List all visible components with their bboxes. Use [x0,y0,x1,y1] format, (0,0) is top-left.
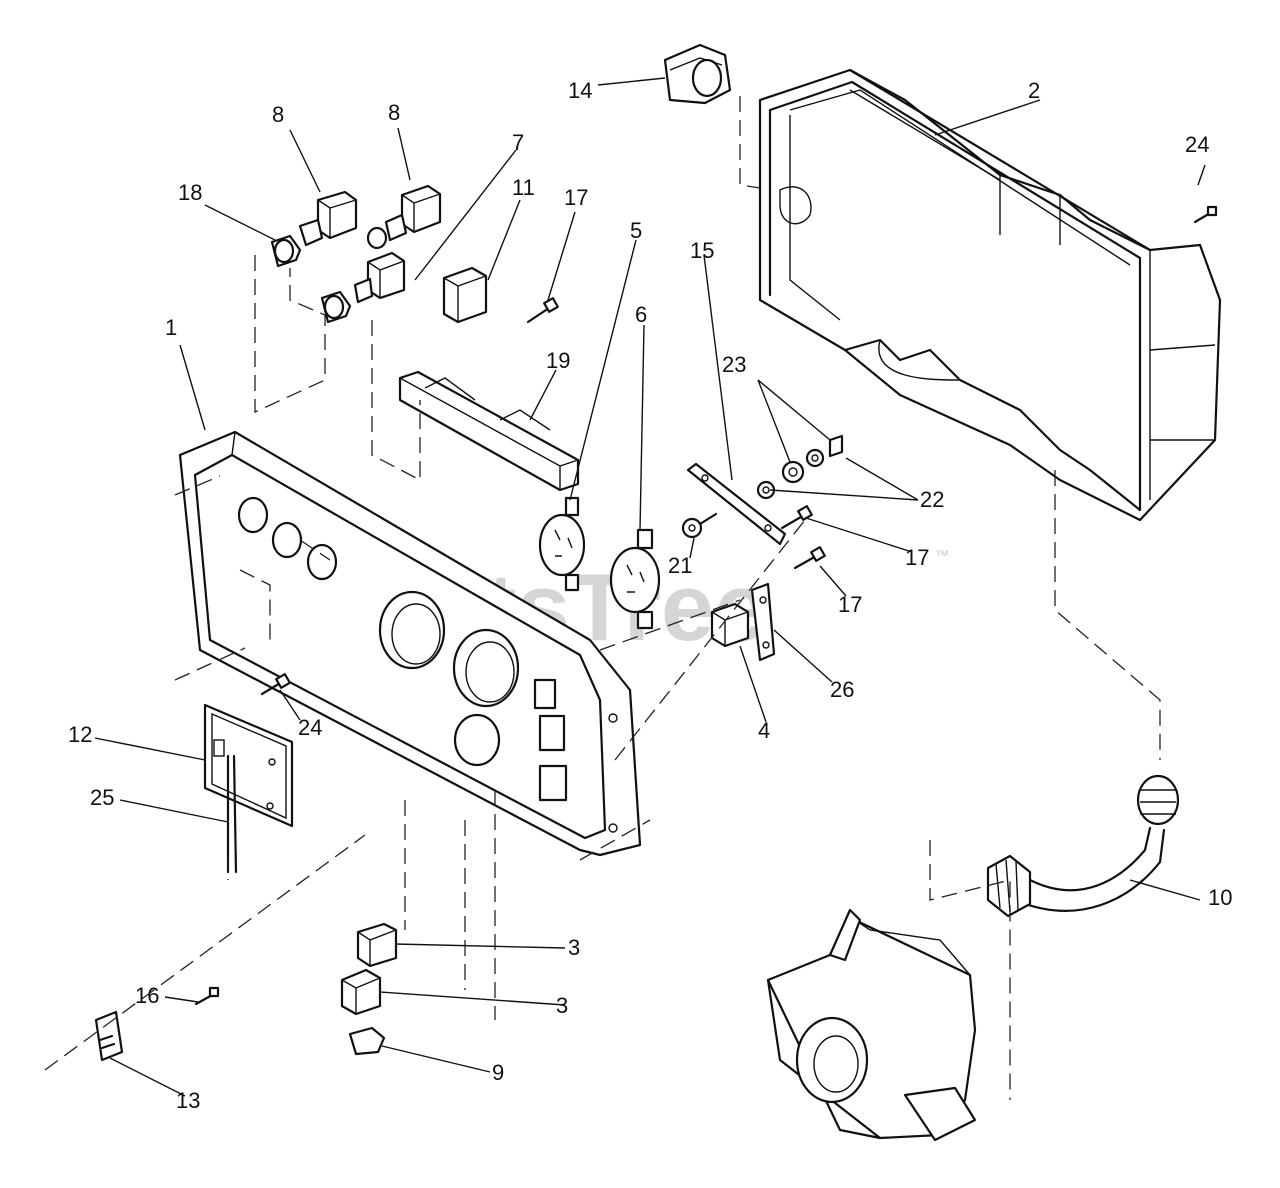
callout-4: 4 [758,718,770,743]
svg-text:™: ™ [935,547,949,563]
part-3-component-upper[interactable] [356,922,398,968]
callout-12: 12 [68,722,92,747]
part-18-knob[interactable] [270,234,352,324]
callout-24-tank: 24 [1185,132,1209,157]
callout-17-mid: 17 [905,545,929,570]
callout-8-right: 8 [388,100,400,125]
callout-18: 18 [178,180,202,205]
part-10-hose[interactable] [986,774,1180,918]
callout-25: 25 [90,785,114,810]
part-6-receptacle[interactable] [609,528,661,630]
part-11-breaker[interactable] [442,266,488,324]
part-8-switch-left[interactable] [298,190,358,247]
part-14-grommet[interactable] [663,43,732,105]
callout-16: 16 [135,983,159,1008]
callout-13: 13 [176,1088,200,1113]
part-16-screw[interactable] [194,986,220,1006]
callout-17-top: 17 [564,185,588,210]
callout-17-low: 17 [838,592,862,617]
callout-21: 21 [668,553,692,578]
part-17-screw-lower[interactable] [793,546,826,570]
part-9-cover[interactable] [348,1026,386,1056]
callout-6: 6 [635,302,647,327]
part-12-plate[interactable] [203,703,294,828]
callout-24-panel: 24 [298,715,322,740]
part-2-tank-housing[interactable] [758,68,1222,522]
callout-3-lower: 3 [556,993,568,1018]
callout-1: 1 [165,315,177,340]
part-25-wire[interactable] [226,754,238,874]
part-22-washers[interactable] [756,434,844,500]
part-15-strap[interactable] [686,462,787,546]
callout-9: 9 [492,1060,504,1085]
callout-8-left: 8 [272,102,284,127]
part-17-screw-mid[interactable] [780,505,813,530]
leader-lines [94,77,1206,1097]
callout-26: 26 [830,677,854,702]
part-21-nut[interactable] [681,512,718,539]
part-19-bracket[interactable] [398,370,580,492]
callout-23: 23 [722,352,746,377]
callout-14: 14 [568,78,592,103]
callout-19: 19 [546,348,570,373]
part-3-component-lower[interactable] [340,968,382,1016]
fan-shroud-housing[interactable] [766,908,977,1142]
part-4-terminal[interactable] [710,602,750,648]
part-26-strap[interactable] [750,582,776,662]
callout-15: 15 [690,238,714,263]
callout-11: 11 [512,175,535,200]
callout-3-upper: 3 [568,935,580,960]
part-7-switch[interactable] [353,226,406,304]
part-8-switch-right[interactable] [384,184,442,242]
part-24-screw-tank[interactable] [1193,205,1218,224]
part-5-receptacle[interactable] [538,496,586,592]
callout-2: 2 [1028,78,1040,103]
callout-22: 22 [920,487,944,512]
part-17-screw-upper[interactable] [526,297,559,324]
callout-10: 10 [1208,885,1232,910]
callout-7: 7 [512,130,524,155]
assembly-dashed-lines [44,96,1161,1100]
callout-labels: 1 2 24 14 8 8 7 11 18 17 5 6 15 19 23 22… [68,78,1232,1113]
callout-5: 5 [630,218,642,243]
part-1-control-panel[interactable] [178,430,642,857]
part-24-screw-panel[interactable] [260,673,291,696]
part-13-clip[interactable] [94,1010,124,1062]
